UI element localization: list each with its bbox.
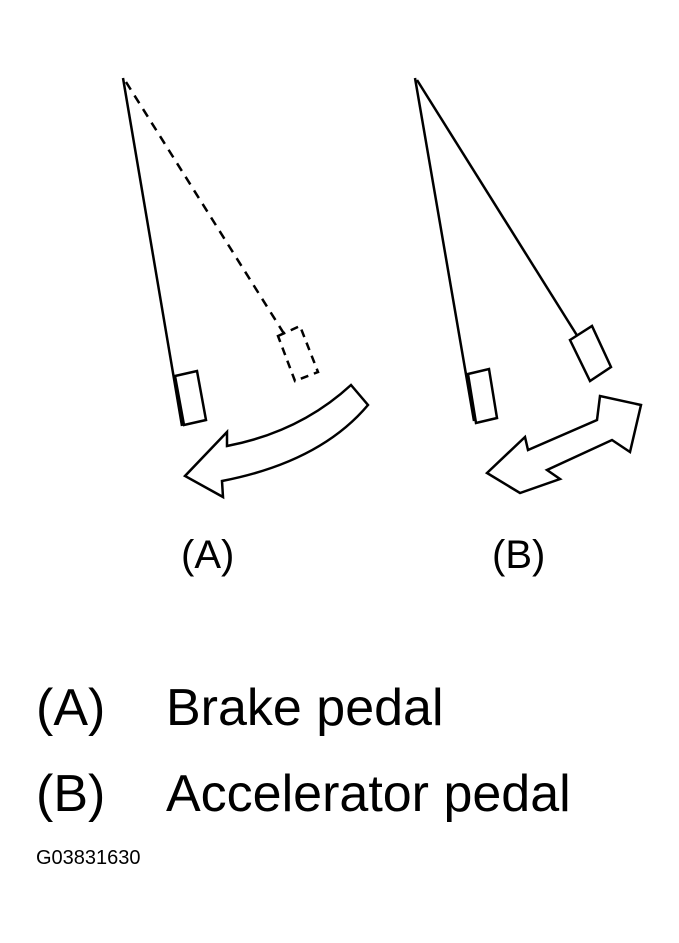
figure-label-a: (A) — [181, 533, 235, 577]
legend-text: Brake pedal — [166, 679, 444, 737]
accelerator-pedal-pad — [466, 367, 499, 425]
accelerator-pedal-figure — [413, 77, 643, 495]
accelerator-pedal-arm — [413, 77, 476, 422]
legend-text: Accelerator pedal — [166, 765, 571, 823]
brake-pedal-pad-depressed — [276, 324, 320, 383]
brake-pedal-arm-depressed — [124, 81, 290, 341]
legend-row-brake: (A) Brake pedal — [36, 682, 444, 734]
brake-pedal-arm — [121, 77, 184, 427]
accelerator-pedal-pad-alt — [568, 324, 613, 383]
brake-pedal-pad — [173, 369, 208, 427]
brake-pedal-figure — [121, 77, 370, 500]
accelerator-direction-arrow — [484, 394, 643, 495]
accelerator-pedal-arm-alt — [415, 79, 585, 346]
figure-code: G03831630 — [36, 847, 141, 869]
legend-key: (A) — [36, 679, 106, 737]
figure-label-b: (B) — [492, 533, 546, 577]
brake-direction-arrow — [182, 383, 370, 500]
legend-row-accelerator: (B) Accelerator pedal — [36, 768, 571, 820]
legend-key: (B) — [36, 765, 106, 823]
